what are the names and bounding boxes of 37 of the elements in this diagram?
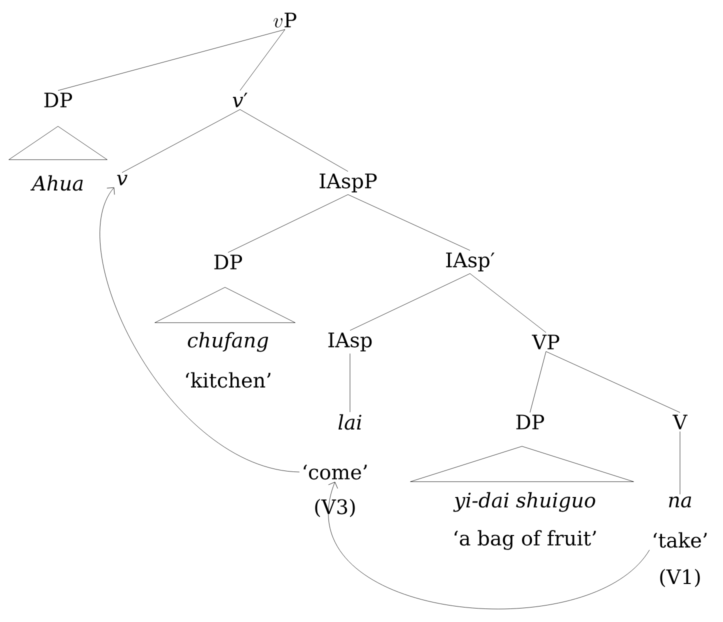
tree-branch [350,273,470,331]
tree-label: yi-dai shuiguo [453,492,596,512]
tree-branch [530,351,546,413]
gloss-text: ‘kitchen’ [186,372,270,388]
tree-branch [546,351,680,413]
tree-label: VP [532,334,560,350]
gloss-text: ‘take’ [654,532,707,548]
tree-branch [228,194,348,253]
movement-arrow [328,482,650,610]
tree-label: chufang [188,332,268,352]
tree-label: lai [338,414,362,430]
tree-branch [348,194,470,251]
tree-label: DP [214,254,242,270]
triangle [154,287,296,323]
tree-label: v′ [232,92,248,108]
tree-branch [122,109,240,173]
tree-label: na [669,496,692,508]
tree-label: IAspP [320,174,377,192]
tree-label: DP [44,92,72,108]
gloss-text: (V3) [315,498,355,518]
tree-branch [470,273,546,333]
tree-label: IAsp′ [446,252,494,272]
triangle [410,446,634,482]
gloss-text: (V1) [660,568,700,588]
tree-label: v [117,174,128,186]
tree-branch [240,29,286,91]
tree-label: DP [516,414,544,430]
gloss-text: ‘a bag of fruit’ [454,530,596,550]
gloss-text: ‘come’ [304,464,367,480]
tree-branch [240,109,348,172]
tree-branch [58,29,286,91]
tree-label: Ahua [30,175,83,191]
tree-label: V [672,414,688,430]
movement-arrow [100,187,300,472]
tree-label: IAsp [328,332,372,352]
triangle [8,126,108,160]
tree-label: $v\mathrm{P}$ [274,12,296,28]
